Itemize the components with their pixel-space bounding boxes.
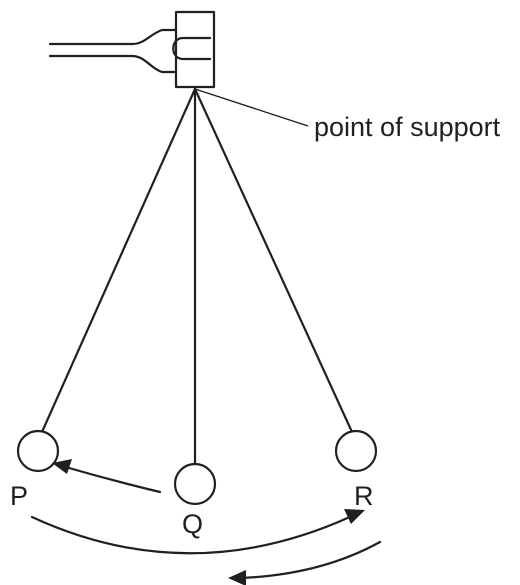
bob-q-label: Q [182, 509, 203, 539]
clamp-jaw [172, 36, 212, 61]
support-leader-line [194, 88, 309, 127]
arrow-q-to-p [52, 459, 162, 494]
bob-q [173, 462, 217, 506]
arrow-p-to-r [30, 509, 365, 555]
bob-p-label: P [10, 481, 28, 511]
string-r [193, 87, 354, 434]
clamp-block [174, 10, 216, 89]
bob-p [16, 429, 60, 473]
bob-r [334, 429, 378, 473]
arrow-return [228, 540, 382, 585]
bob-r-label: R [354, 481, 374, 511]
string-p [40, 87, 197, 434]
clamp-rod [48, 28, 178, 74]
point-of-support-label: point of support [314, 112, 501, 142]
